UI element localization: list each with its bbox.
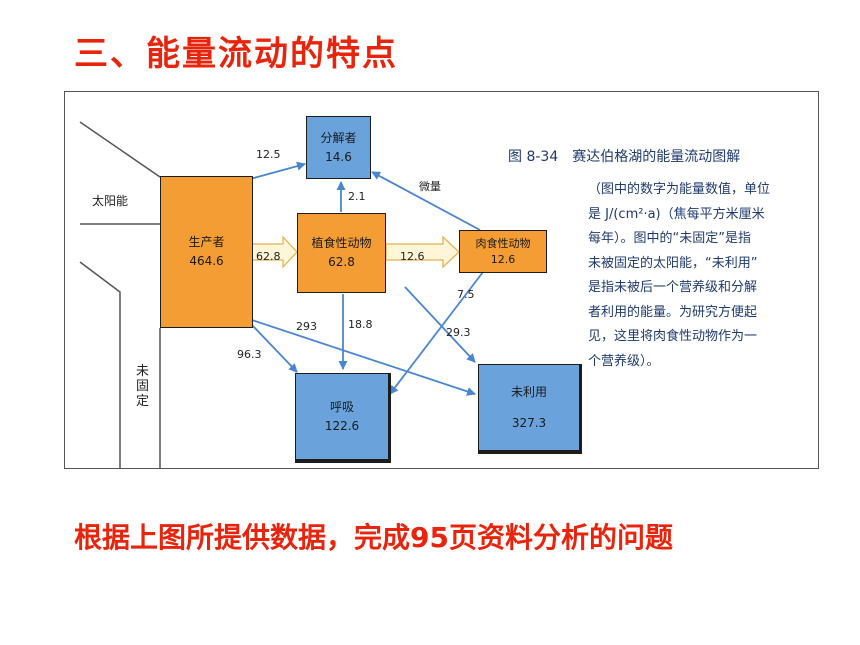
sunlight-upper-line: [79, 121, 161, 178]
unused-box: 未利用 327.3: [478, 364, 582, 454]
arrow-carnivore-to-decomposer: [371, 171, 481, 231]
unused-label: 未利用: [510, 384, 547, 399]
herbivore-value: 62.8: [328, 255, 355, 269]
carnivore-value: 12.6: [490, 252, 516, 266]
flow-herbivore-to-carnivore: 12.6: [400, 250, 425, 263]
respiration-label: 呼吸: [329, 399, 354, 414]
flow-carnivore-to-respiration: 7.5: [457, 288, 475, 301]
unfixed-label: 未固定: [136, 364, 150, 409]
carnivore-label: 肉食性动物: [475, 236, 531, 250]
caption-line: 者利用的能量。为研究方便起: [588, 304, 758, 320]
arrow-herbivore-to-carnivore: [385, 235, 460, 269]
unfixed-band-outer-line: [79, 261, 121, 468]
caption-line: 每年）。图中的“未固定”是指: [588, 231, 751, 246]
producer-label: 生产者: [188, 235, 225, 249]
caption-line: 是 J/(cm²·a)（焦每平方米厘米: [588, 206, 765, 222]
carnivore-box: 肉食性动物 12.6: [459, 230, 547, 273]
caption-line: （图中的数字为能量数值，单位: [588, 182, 771, 197]
arrow-producer-to-unused: [251, 319, 476, 396]
herbivore-box: 植食性动物 62.8: [297, 213, 386, 293]
herbivore-label: 植食性动物: [311, 236, 372, 250]
arrow-carnivore-to-respiration: [389, 271, 484, 395]
respiration-box: 呼吸 122.6: [295, 373, 391, 463]
flow-herbivore-to-respiration: 18.8: [348, 318, 373, 331]
figure-caption-body: （图中的数字为能量数值，单位 是 J/(cm²·a)（焦每平方米厘米 每年）。图…: [588, 178, 813, 374]
arrow-herbivore-to-unused: [404, 286, 476, 363]
decomposer-value: 14.6: [325, 149, 352, 164]
flow-carnivore-to-decomposer: 微量: [419, 180, 441, 193]
decomposer-box: 分解者 14.6: [306, 116, 371, 179]
flow-herbivore-to-unused: 29.3: [446, 326, 471, 339]
arrow-producer-to-herbivore: [251, 235, 298, 269]
flow-producer-to-decomposer: 12.5: [256, 148, 281, 161]
caption-line: 未被固定的太阳能，“未利用”: [588, 255, 758, 271]
decomposer-label: 分解者: [320, 130, 357, 145]
sunlight-label: 太阳能: [92, 194, 129, 208]
producer-box: 生产者 464.6: [160, 176, 253, 328]
respiration-value: 122.6: [324, 418, 360, 433]
caption-line: 是指未被后一个营养级和分解: [588, 280, 758, 295]
flow-producer-to-unused: 293: [296, 320, 317, 333]
unused-value: 327.3: [511, 415, 547, 430]
flow-producer-to-respiration: 96.3: [237, 348, 262, 361]
producer-value: 464.6: [189, 254, 224, 268]
page-title: 三、能量流动的特点: [74, 34, 398, 74]
diagram-lines: [79, 121, 484, 468]
caption-line: 个营养级）。: [588, 353, 660, 369]
figure-caption-title: 图 8-34 赛达伯格湖的能量流动图解: [508, 149, 741, 165]
arrow-producer-to-respiration: [251, 324, 298, 373]
caption-line: 见，这里将肉食性动物作为一: [588, 329, 758, 344]
instruction-text: 根据上图所提供数据，完成95页资料分析的问题: [74, 521, 673, 554]
arrow-producer-to-decomposer: [249, 161, 306, 180]
flow-producer-to-herbivore: 62.8: [256, 250, 281, 263]
energy-flow-diagram: 太阳能 未固定 生产者 464.6 植食性动物 62.8 肉食性动物 12.6 …: [64, 91, 819, 469]
flow-herbivore-to-decomposer: 2.1: [348, 190, 366, 203]
